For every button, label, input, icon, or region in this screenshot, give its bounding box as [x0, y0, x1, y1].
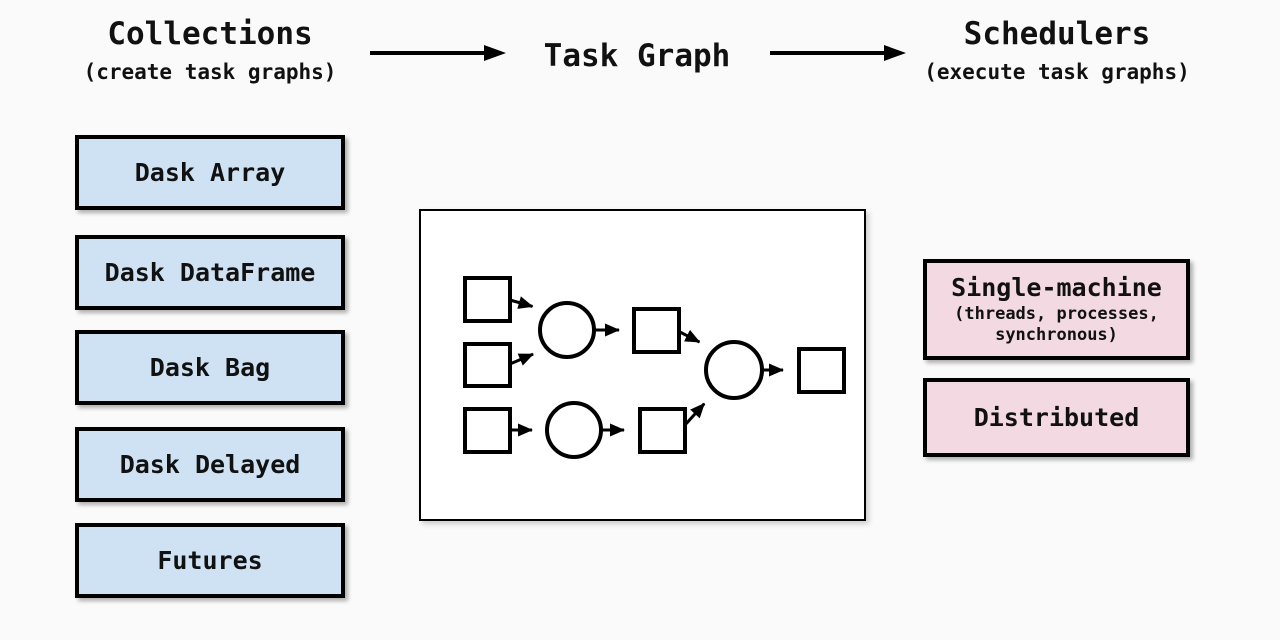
collection-box-futures: Futures — [75, 523, 345, 598]
arrow-right-icon — [770, 45, 906, 61]
scheduler-box-label: Single-machine — [951, 273, 1162, 302]
task-edge-arrow — [677, 329, 701, 344]
collection-box-label: Dask Delayed — [119, 450, 301, 479]
task-node-square — [463, 342, 512, 388]
collection-box-label: Futures — [157, 546, 263, 575]
task-node-circle — [545, 401, 603, 459]
task-node-square — [463, 276, 512, 323]
schedulers-title: Schedulers — [963, 16, 1151, 52]
collection-box-dask-delayed: Dask Delayed — [75, 427, 345, 502]
collections-title: Collections — [107, 16, 313, 52]
schedulers-header: Schedulers (execute task graphs) — [882, 14, 1232, 85]
task-graph-svg — [463, 276, 846, 459]
collections-header: Collections (create task graphs) — [35, 14, 385, 85]
task-edge-arrow — [509, 352, 534, 366]
task-node-circle — [538, 301, 596, 359]
task-edge-arrow — [683, 402, 706, 427]
collection-box-dask-array: Dask Array — [75, 135, 345, 210]
task-node-circle — [704, 340, 764, 400]
arrow-right-icon — [370, 45, 506, 61]
collection-box-dask-bag: Dask Bag — [75, 330, 345, 405]
task-node-square — [632, 307, 681, 354]
task-edge-arrow — [509, 296, 534, 309]
scheduler-box-distributed: Distributed — [923, 378, 1190, 457]
scheduler-box-sublabel: (threads, processes, synchronous) — [954, 304, 1159, 345]
task-node-square — [797, 347, 846, 394]
task-node-square — [463, 407, 512, 454]
task-graph-panel — [419, 209, 866, 521]
scheduler-box-label: Distributed — [973, 402, 1140, 432]
schedulers-subtitle: (execute task graphs) — [924, 60, 1190, 84]
collection-box-label: Dask Array — [134, 158, 286, 187]
task-graph-title: Task Graph — [543, 38, 731, 74]
collection-box-label: Dask DataFrame — [104, 258, 316, 287]
task-node-square — [638, 407, 687, 454]
collection-box-dask-dataframe: Dask DataFrame — [75, 235, 345, 310]
scheduler-box-single-machine: Single-machine (threads, processes, sync… — [923, 259, 1190, 360]
task-graph-header: Task Graph — [487, 36, 787, 76]
collection-box-label: Dask Bag — [149, 353, 271, 382]
collections-subtitle: (create task graphs) — [83, 60, 337, 84]
